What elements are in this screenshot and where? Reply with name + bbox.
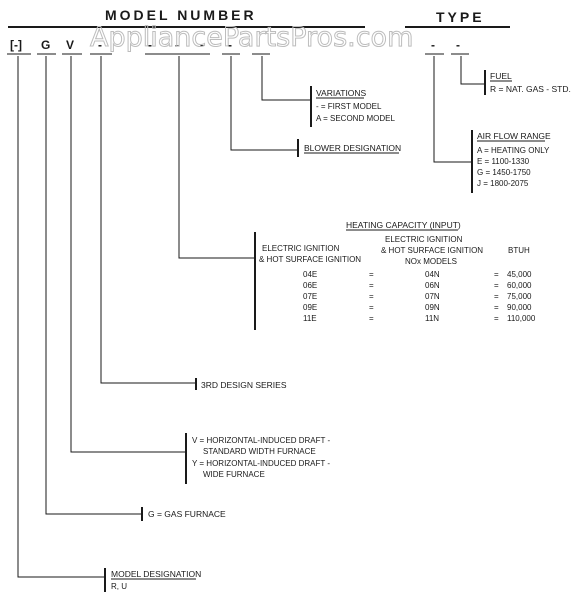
air-flow-line-1: A = HEATING ONLY — [477, 146, 550, 155]
hc-row-1-eq-2: = — [494, 270, 499, 279]
code-char-6: - — [175, 38, 179, 52]
code-char-1: [-] — [10, 38, 22, 52]
blower-leader — [230, 56, 298, 151]
hc-row-2-electric: 06E — [303, 281, 317, 290]
hc-row-4-electric: 09E — [303, 303, 317, 312]
variations-leader — [261, 56, 311, 101]
design-series-leader — [100, 56, 196, 384]
draft-line-1: V = HORIZONTAL-INDUCED DRAFT - — [192, 436, 330, 445]
variations-title: VARIATIONS — [316, 88, 367, 98]
code-char-3: V — [66, 38, 74, 52]
design-series-title: 3RD DESIGN SERIES — [201, 380, 287, 390]
model-designation-leader — [17, 56, 105, 578]
hc-row-2-eq-2: = — [494, 281, 499, 290]
hc-row-3-eq-1: = — [369, 292, 374, 301]
code-char-2: G — [41, 38, 50, 52]
hc-row-2-eq-1: = — [369, 281, 374, 290]
hc-row-5-nox: 11N — [425, 314, 439, 323]
hc-row-2: 06E = 06N = 60,000 — [303, 281, 532, 290]
heating-capacity-leader — [178, 56, 255, 259]
hc-col1-header-1: ELECTRIC IGNITION — [262, 244, 340, 253]
fuel-leader — [460, 56, 485, 85]
gas-furnace-title: G = GAS FURNACE — [148, 509, 226, 519]
blower-title: BLOWER DESIGNATION — [304, 143, 401, 153]
hc-col2-header-3: NOx MODELS — [405, 257, 457, 266]
hc-row-5: 11E = 11N = 110,000 — [303, 314, 536, 323]
watermark-text: AppliancePartsPros.com — [90, 22, 413, 53]
code-char-4: - — [98, 38, 102, 52]
model-designation-title: MODEL DESIGNATION — [111, 569, 201, 579]
model-designation-line-1: R, U — [111, 582, 127, 591]
hc-row-5-btuh: 110,000 — [507, 314, 536, 323]
hc-row-1-btuh: 45,000 — [507, 270, 532, 279]
hc-row-3-btuh: 75,000 — [507, 292, 532, 301]
hc-row-2-btuh: 60,000 — [507, 281, 532, 290]
hc-row-1-eq-1: = — [369, 270, 374, 279]
hc-row-4-nox: 09N — [425, 303, 440, 312]
hc-col3-header: BTUH — [508, 246, 530, 255]
hc-row-2-nox: 06N — [425, 281, 440, 290]
gas-furnace-leader — [45, 56, 142, 515]
hc-row-1: 04E = 04N = 45,000 — [303, 270, 532, 279]
hc-row-3-electric: 07E — [303, 292, 317, 301]
code-char-8: - — [228, 38, 232, 52]
hc-row-3-eq-2: = — [494, 292, 499, 301]
air-flow-line-4: J = 1800-2075 — [477, 179, 529, 188]
code-char-7: - — [200, 38, 204, 52]
air-flow-line-2: E = 1100-1330 — [477, 157, 530, 166]
hc-row-4-btuh: 90,000 — [507, 303, 532, 312]
variations-line-2: A = SECOND MODEL — [316, 114, 395, 123]
hc-row-3-nox: 07N — [425, 292, 440, 301]
variations-line-1: - = FIRST MODEL — [316, 102, 382, 111]
hc-col2-header-2: & HOT SURFACE IGNITION — [381, 246, 483, 255]
type-heading: TYPE — [436, 9, 485, 25]
hc-row-4-eq-1: = — [369, 303, 374, 312]
model-number-heading: MODEL NUMBER — [105, 7, 257, 23]
fuel-line-1: R = NAT. GAS - STD. — [490, 84, 571, 94]
hc-row-5-eq-2: = — [494, 314, 499, 323]
hc-col1-header-2: & HOT SURFACE IGNITION — [259, 255, 361, 264]
type-char-2: - — [456, 38, 460, 52]
draft-line-2: STANDARD WIDTH FURNACE — [203, 447, 316, 456]
hc-row-1-nox: 04N — [425, 270, 440, 279]
draft-line-4: WIDE FURNACE — [203, 470, 265, 479]
air-flow-title: AIR FLOW RANGE — [477, 131, 551, 141]
hc-row-4: 09E = 09N = 90,000 — [303, 303, 532, 312]
air-flow-leader — [433, 56, 472, 163]
hc-col2-header-1: ELECTRIC IGNITION — [385, 235, 463, 244]
code-char-5: - — [148, 38, 152, 52]
type-char-1: - — [431, 38, 435, 52]
heating-capacity-title: HEATING CAPACITY (INPUT) — [346, 220, 461, 230]
draft-leader — [70, 56, 186, 453]
hc-row-5-electric: 11E — [303, 314, 317, 323]
hc-row-5-eq-1: = — [369, 314, 374, 323]
air-flow-line-3: G = 1450-1750 — [477, 168, 531, 177]
hc-row-1-electric: 04E — [303, 270, 317, 279]
fuel-title: FUEL — [490, 71, 512, 81]
hc-row-3: 07E = 07N = 75,000 — [303, 292, 532, 301]
draft-line-3: Y = HORIZONTAL-INDUCED DRAFT - — [192, 459, 330, 468]
hc-row-4-eq-2: = — [494, 303, 499, 312]
